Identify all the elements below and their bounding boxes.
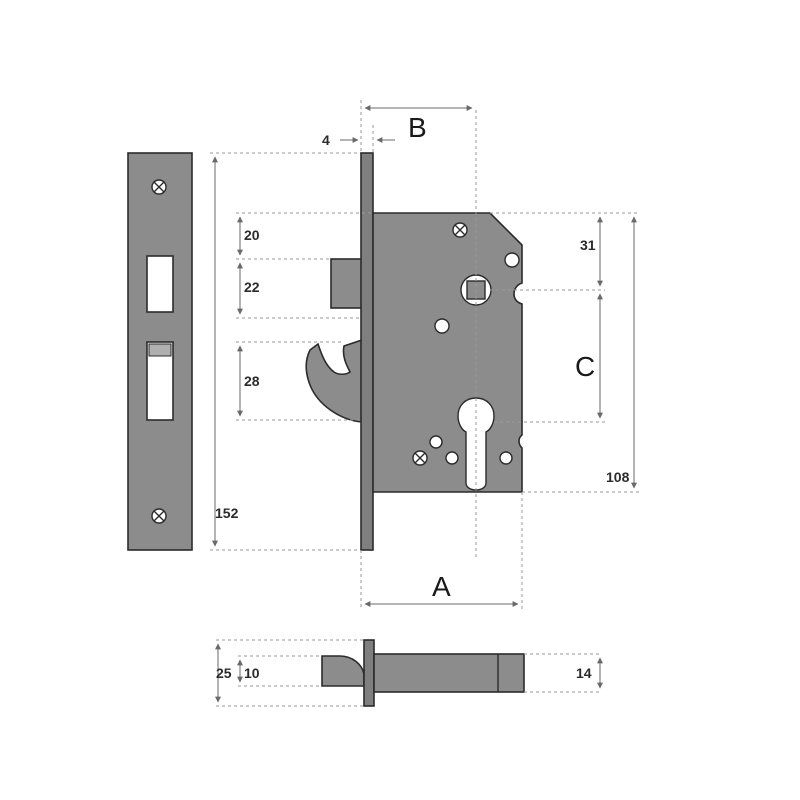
- dim-label-14: 14: [576, 665, 592, 681]
- label-B: B: [408, 112, 427, 143]
- dim-label-31: 31: [580, 237, 596, 253]
- label-C: C: [575, 351, 595, 382]
- dim-label-10: 10: [244, 665, 260, 681]
- label-A: A: [432, 571, 451, 602]
- case-hole-cyl-left-lower: [445, 451, 459, 465]
- hook-bolt: [305, 338, 363, 423]
- plan-case: [373, 653, 525, 693]
- case-hole-cyl-right: [499, 451, 513, 465]
- strike-latch-slot: [146, 255, 174, 313]
- case-hole-middle: [434, 318, 450, 334]
- strike-screw-bottom-icon: [151, 508, 167, 524]
- dim-left-stack: 20 22 28: [236, 212, 373, 421]
- dim-faceplate-thickness: 4: [322, 125, 395, 153]
- dim-A: A: [360, 492, 523, 610]
- strike-screw-top-icon: [151, 179, 167, 195]
- latch-bolt: [330, 258, 365, 309]
- case-hole-top-right: [504, 252, 520, 268]
- case-screw-top-icon: [452, 222, 468, 238]
- dim-label-108: 108: [606, 469, 630, 485]
- lock-case: [372, 212, 523, 493]
- plan-view: 25 10 14: [215, 639, 603, 707]
- lock-body: [305, 152, 523, 551]
- dim-label-28: 28: [244, 373, 260, 389]
- dim-label-20: 20: [244, 227, 260, 243]
- dim-label-152: 152: [215, 505, 239, 521]
- dim-label-25: 25: [216, 665, 232, 681]
- dim-label-22: 22: [244, 279, 260, 295]
- case-hole-cyl-left-upper: [429, 435, 443, 449]
- plan-faceplate: [363, 639, 375, 707]
- plan-hook-bolt: [321, 655, 365, 687]
- dim-backset-B: B: [360, 100, 473, 153]
- dim-strike-height: 152: [210, 152, 365, 551]
- dim-right-stack: 31 C 108: [490, 212, 640, 493]
- dim-label-4: 4: [322, 132, 330, 148]
- strike-plate: [127, 152, 193, 551]
- case-screw-bottom-icon: [412, 450, 428, 466]
